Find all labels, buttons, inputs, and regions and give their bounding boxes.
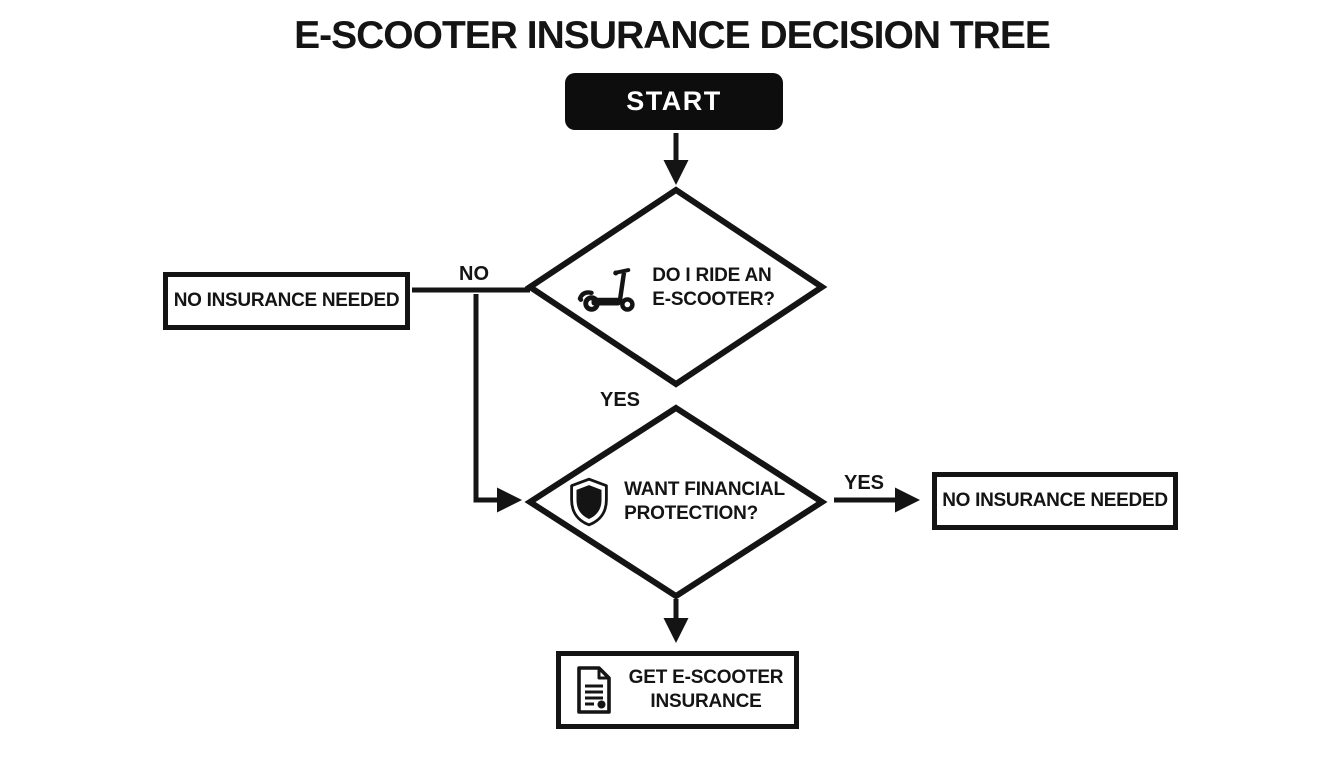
scooter-icon — [577, 268, 635, 312]
decision-ride-diamond — [524, 186, 828, 388]
outcome-get-insurance-label: GET E-SCOOTER INSURANCE — [628, 667, 784, 712]
edge-branch-to-protection — [473, 294, 522, 513]
outcome-get-insurance: GET E-SCOOTER INSURANCE — [556, 651, 799, 729]
page-title: E-SCOOTER INSURANCE DECISION TREE — [294, 14, 1051, 57]
outcome-no-insurance-right: NO INSURANCE NEEDED — [932, 472, 1178, 530]
decision-ride-label: DO I RIDE AN E-SCOOTER? — [652, 265, 775, 310]
start-node: START — [565, 73, 783, 130]
decision-protection-diamond — [524, 404, 828, 600]
document-icon — [576, 666, 611, 714]
shield-icon — [570, 477, 608, 527]
decision-protection-label: WANT FINANCIAL PROTECTION? — [624, 479, 785, 524]
outcome-no-insurance-left: NO INSURANCE NEEDED — [163, 272, 410, 330]
decision-ride-content: DO I RIDE AN E-SCOOTER? — [530, 248, 822, 328]
edge-label-no: NO — [459, 263, 489, 285]
decision-protection-content: WANT FINANCIAL PROTECTION? — [530, 464, 822, 540]
edge-label-yes-mid: YES — [600, 389, 641, 411]
edge-label-yes-right: YES — [844, 472, 885, 494]
